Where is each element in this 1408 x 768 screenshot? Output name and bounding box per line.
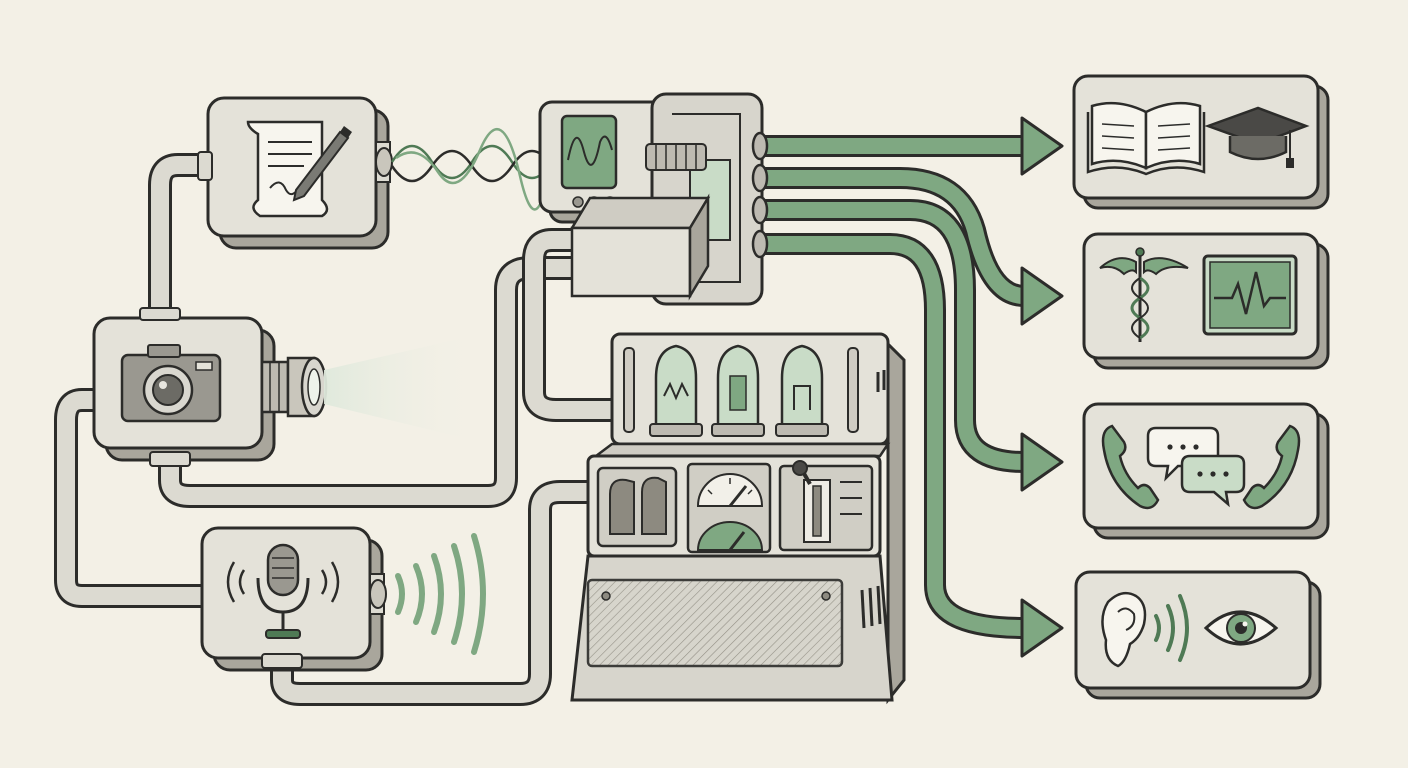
education-output-panel (1072, 74, 1330, 210)
stream-to-medical (760, 167, 1064, 326)
text-input-module (197, 96, 554, 250)
vent-slots-upper (876, 370, 886, 392)
vacuum-tube-3 (775, 344, 829, 437)
pipe-processor-to-console (522, 228, 624, 422)
pipe-document-to-camera (148, 153, 224, 334)
eye-icon (1203, 610, 1279, 646)
coil-component (645, 143, 707, 171)
speech-bubbles-icon (1146, 426, 1246, 508)
telephone-handset-icon (1101, 424, 1160, 510)
lever-switches (596, 466, 678, 548)
heart-monitor-icon (1202, 254, 1298, 336)
text-output-port (375, 141, 393, 183)
camera-icon (120, 344, 222, 423)
pipe-microphone-to-console (270, 480, 612, 706)
caduceus-icon (1099, 247, 1189, 342)
output-streams (760, 116, 1064, 658)
projector-lens (260, 356, 328, 418)
slider-lever (778, 460, 874, 552)
oscilloscope-icon (560, 114, 618, 190)
signal-processor-unit (538, 92, 769, 306)
communication-output-panel (1082, 402, 1330, 540)
vacuum-tube-1 (649, 344, 703, 437)
audio-input-module (200, 526, 486, 672)
analog-gauges (686, 462, 772, 554)
pipe-camera-to-processor (158, 256, 592, 508)
sound-waves-emitted (395, 533, 486, 655)
text-signal-waves (390, 128, 554, 211)
open-book-icon (1086, 101, 1206, 176)
accessibility-output-panel (1074, 570, 1322, 700)
audio-output-port (369, 573, 387, 615)
vent-slots-lower (860, 585, 882, 629)
stream-to-communication (760, 199, 1064, 492)
telephone-handset-icon (1242, 424, 1301, 510)
vacuum-tube-panel-icon (649, 344, 829, 437)
output-port-rings (751, 131, 769, 259)
camera-input-module (92, 307, 480, 467)
processor-input-block (569, 193, 711, 301)
stream-to-accessibility (760, 233, 1064, 658)
document-pen-icon (246, 120, 352, 218)
graduation-cap-icon (1204, 106, 1310, 168)
control-console (570, 332, 906, 705)
vacuum-tube-2 (711, 344, 765, 437)
light-beam (324, 334, 480, 442)
medical-output-panel (1082, 232, 1330, 370)
microphone-icon (226, 543, 340, 639)
ear-icon (1101, 591, 1147, 668)
pipe-camera-to-microphone (54, 388, 217, 608)
sound-waves-icon (1154, 594, 1189, 662)
stream-to-education (760, 116, 1064, 176)
connecting-pipes (54, 153, 624, 706)
